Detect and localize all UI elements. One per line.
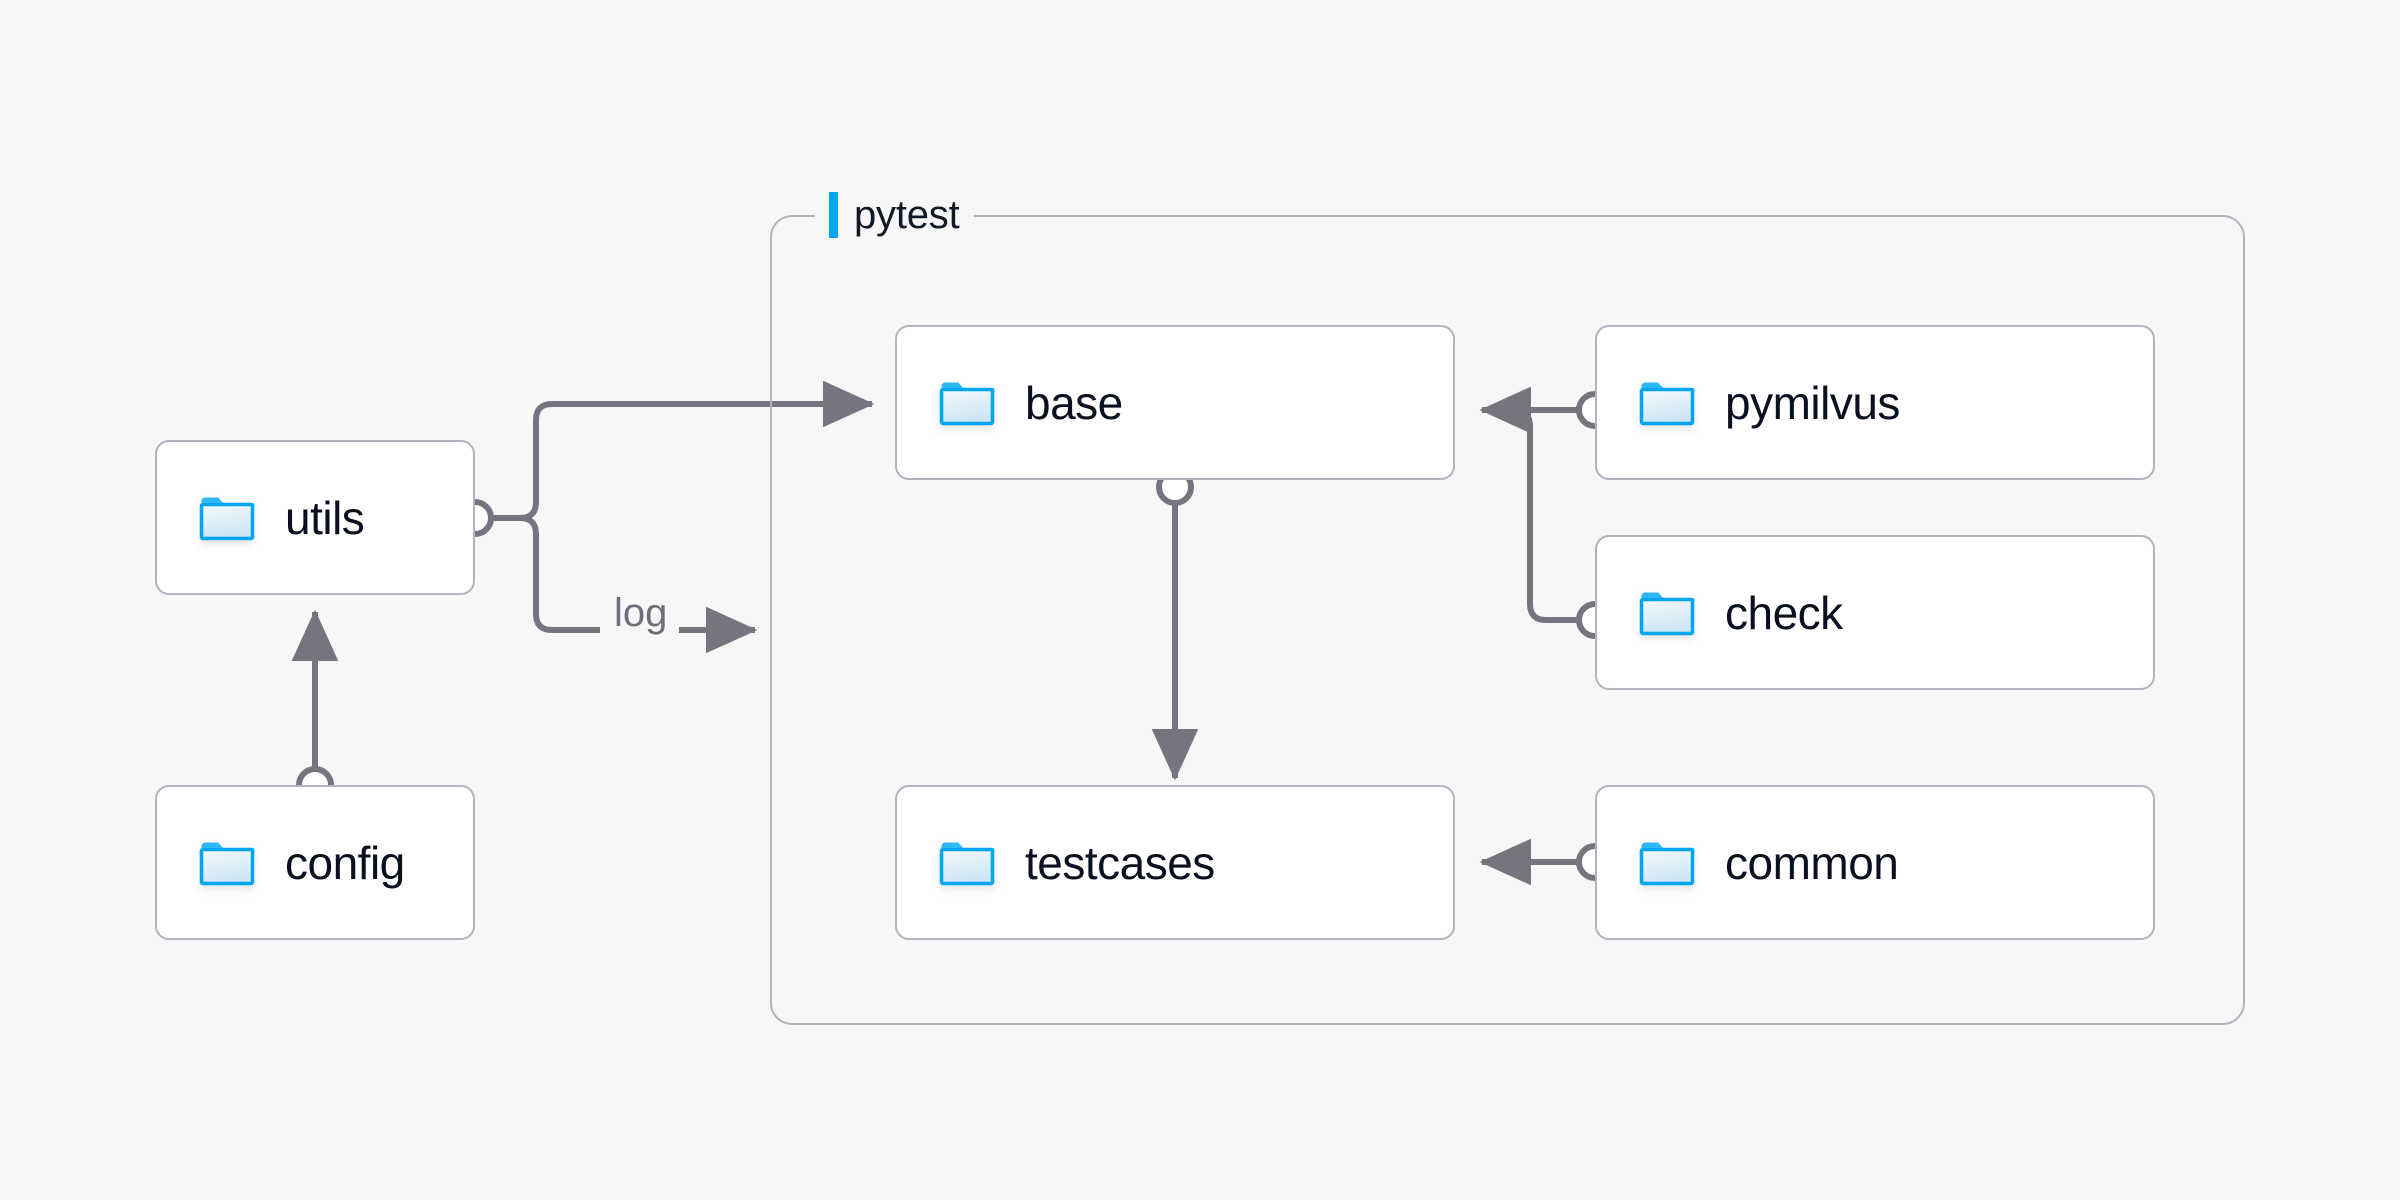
node-check[interactable]: check xyxy=(1595,535,2155,690)
node-label-common: common xyxy=(1725,836,1899,889)
node-label-check: check xyxy=(1725,586,1843,639)
folder-icon xyxy=(939,840,995,886)
folder-icon xyxy=(199,495,255,541)
folder-icon xyxy=(1639,590,1695,636)
node-base[interactable]: base xyxy=(895,325,1455,480)
pytest-group-container xyxy=(770,215,2245,1025)
node-utils[interactable]: utils xyxy=(155,440,475,595)
node-label-utils: utils xyxy=(285,491,365,544)
node-testcases[interactable]: testcases xyxy=(895,785,1455,940)
node-label-config: config xyxy=(285,836,405,889)
node-label-pymilvus: pymilvus xyxy=(1725,376,1900,429)
group-accent-bar xyxy=(829,192,838,238)
folder-icon xyxy=(1639,380,1695,426)
edge-label-log: log xyxy=(602,593,680,633)
node-label-testcases: testcases xyxy=(1025,836,1215,889)
folder-icon xyxy=(199,840,255,886)
node-label-base: base xyxy=(1025,376,1123,429)
group-label-text: pytest xyxy=(854,193,960,237)
node-common[interactable]: common xyxy=(1595,785,2155,940)
folder-icon xyxy=(1639,840,1695,886)
folder-icon xyxy=(939,380,995,426)
node-config[interactable]: config xyxy=(155,785,475,940)
pytest-group-label: pytest xyxy=(815,189,974,241)
node-pymilvus[interactable]: pymilvus xyxy=(1595,325,2155,480)
edge-config-to-utils xyxy=(291,609,339,804)
